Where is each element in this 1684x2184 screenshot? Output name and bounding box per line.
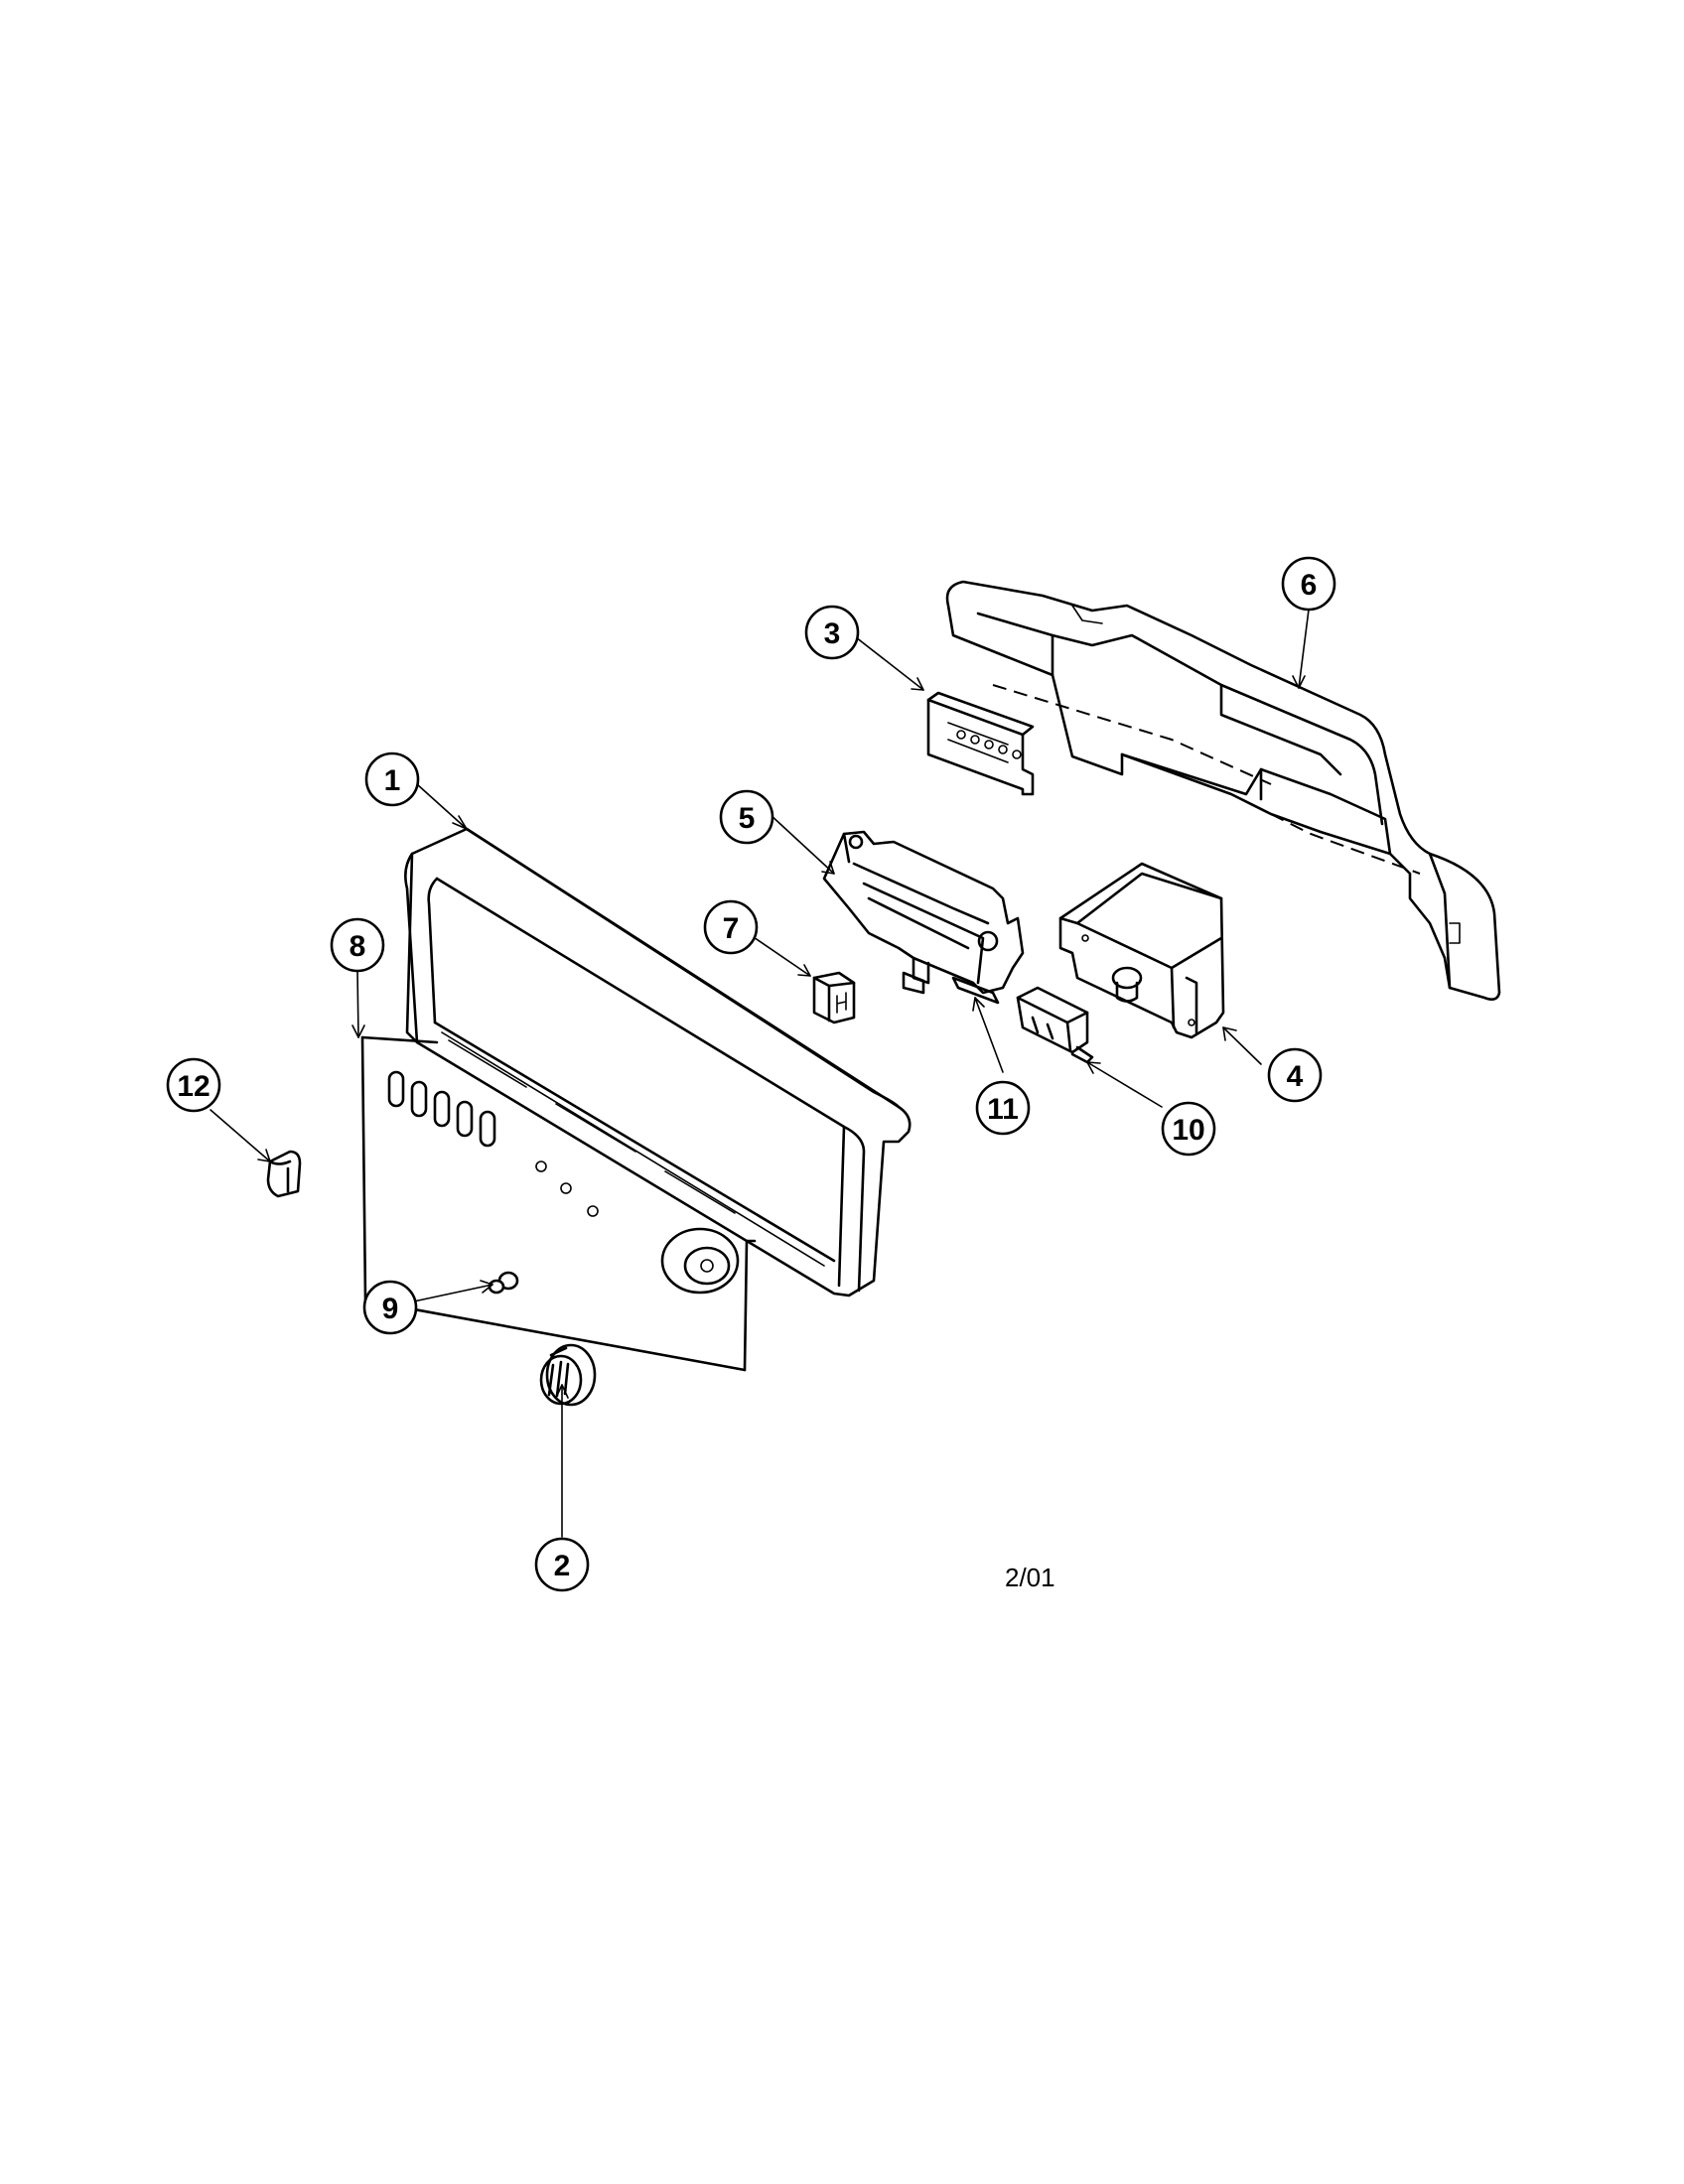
- part-4-timer: [1058, 862, 1225, 1039]
- leader-lines: [210, 609, 1310, 1538]
- callout-10: 10: [1161, 1101, 1216, 1157]
- callout-5: 5: [719, 789, 774, 845]
- callout-6: 6: [1281, 556, 1336, 612]
- part-11-bracket-piece: [951, 976, 1000, 1005]
- callout-2-label: 2: [554, 1550, 571, 1582]
- revision-date: 2/01: [1005, 1563, 1055, 1592]
- callout-1: 1: [364, 751, 420, 807]
- part-2-knob: [539, 1343, 597, 1407]
- callout-7-label: 7: [723, 912, 740, 945]
- callout-6-label: 6: [1301, 569, 1318, 602]
- callout-12: 12: [166, 1057, 221, 1113]
- part-10-switch: [1016, 986, 1094, 1064]
- callout-8: 8: [330, 917, 385, 973]
- part-3-terminal-block: [926, 691, 1035, 796]
- callout-4-label: 4: [1287, 1060, 1304, 1093]
- callout-3-label: 3: [824, 617, 841, 650]
- callout-7: 7: [703, 899, 759, 955]
- callout-11: 11: [975, 1080, 1031, 1136]
- callout-1-label: 1: [384, 764, 401, 797]
- callout-9: 9: [362, 1280, 418, 1335]
- callout-10-label: 10: [1172, 1114, 1204, 1147]
- part-6-rear-housing: [945, 580, 1501, 1001]
- callout-2: 2: [534, 1537, 590, 1592]
- part-7-clip: [812, 971, 856, 1024]
- callout-3: 3: [804, 605, 860, 660]
- part-1-console-panel: [404, 827, 912, 1297]
- callout-9-label: 9: [382, 1293, 399, 1325]
- callout-8-label: 8: [350, 930, 366, 963]
- callout-5-label: 5: [739, 802, 756, 835]
- part-5-bracket: [822, 830, 1025, 995]
- part-12-button-cap: [266, 1150, 302, 1198]
- callout-11-label: 11: [987, 1093, 1019, 1126]
- callout-12-label: 12: [177, 1070, 210, 1103]
- part-9-screw: [488, 1271, 519, 1295]
- callout-4: 4: [1267, 1047, 1323, 1103]
- part-8-overlay: [360, 1035, 757, 1372]
